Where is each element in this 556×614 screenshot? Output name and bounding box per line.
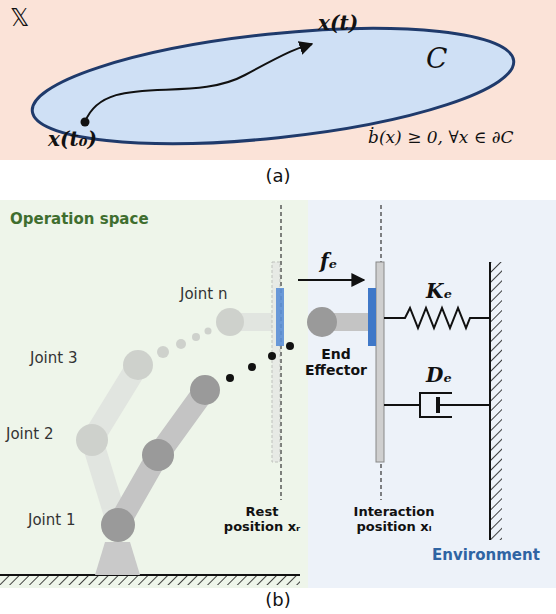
robot-base bbox=[95, 542, 140, 575]
condition-text: ḃ(x) ≥ 0, ∀x ∈ ∂C bbox=[368, 128, 513, 148]
node-text: Environment bbox=[432, 546, 540, 564]
damping-label: Dₑ bbox=[426, 364, 452, 387]
node-text: C bbox=[426, 42, 447, 75]
wall bbox=[489, 262, 491, 540]
rest-pad bbox=[276, 288, 284, 346]
joint-label: Joint 1 bbox=[28, 512, 75, 529]
panel-label: (a) bbox=[178, 166, 378, 187]
ellipse-shape bbox=[27, 9, 519, 163]
joint-label: Joint 2 bbox=[6, 426, 53, 443]
panel-label: (b) bbox=[178, 590, 378, 611]
rest-line bbox=[280, 205, 281, 500]
robot-arm bbox=[101, 262, 384, 542]
start-point bbox=[81, 118, 90, 127]
ground bbox=[0, 574, 300, 576]
joint-label: Joint n bbox=[180, 286, 227, 303]
stiffness-label: Kₑ bbox=[426, 280, 452, 303]
end-effector-label: End Effector bbox=[299, 346, 373, 378]
safe-set-ellipse: C bbox=[28, 30, 518, 142]
node-text: Operation space bbox=[10, 210, 149, 228]
state-label: x(t) bbox=[318, 12, 358, 35]
trajectory bbox=[85, 44, 312, 122]
force-label: fₑ bbox=[320, 250, 338, 273]
wall-hatch bbox=[490, 262, 502, 540]
position-label: Interaction position xᵢ bbox=[340, 505, 448, 535]
ground-hatch bbox=[0, 575, 300, 585]
joint-label: Joint 3 bbox=[30, 350, 77, 367]
damper bbox=[384, 393, 490, 417]
spring bbox=[384, 308, 490, 328]
ghost-arm bbox=[76, 262, 280, 525]
position-label: Rest position xᵣ bbox=[219, 505, 305, 535]
node-text: 𝕏 bbox=[10, 4, 29, 32]
state-label: x(t₀) bbox=[48, 128, 97, 151]
force-arrow bbox=[298, 279, 364, 281]
